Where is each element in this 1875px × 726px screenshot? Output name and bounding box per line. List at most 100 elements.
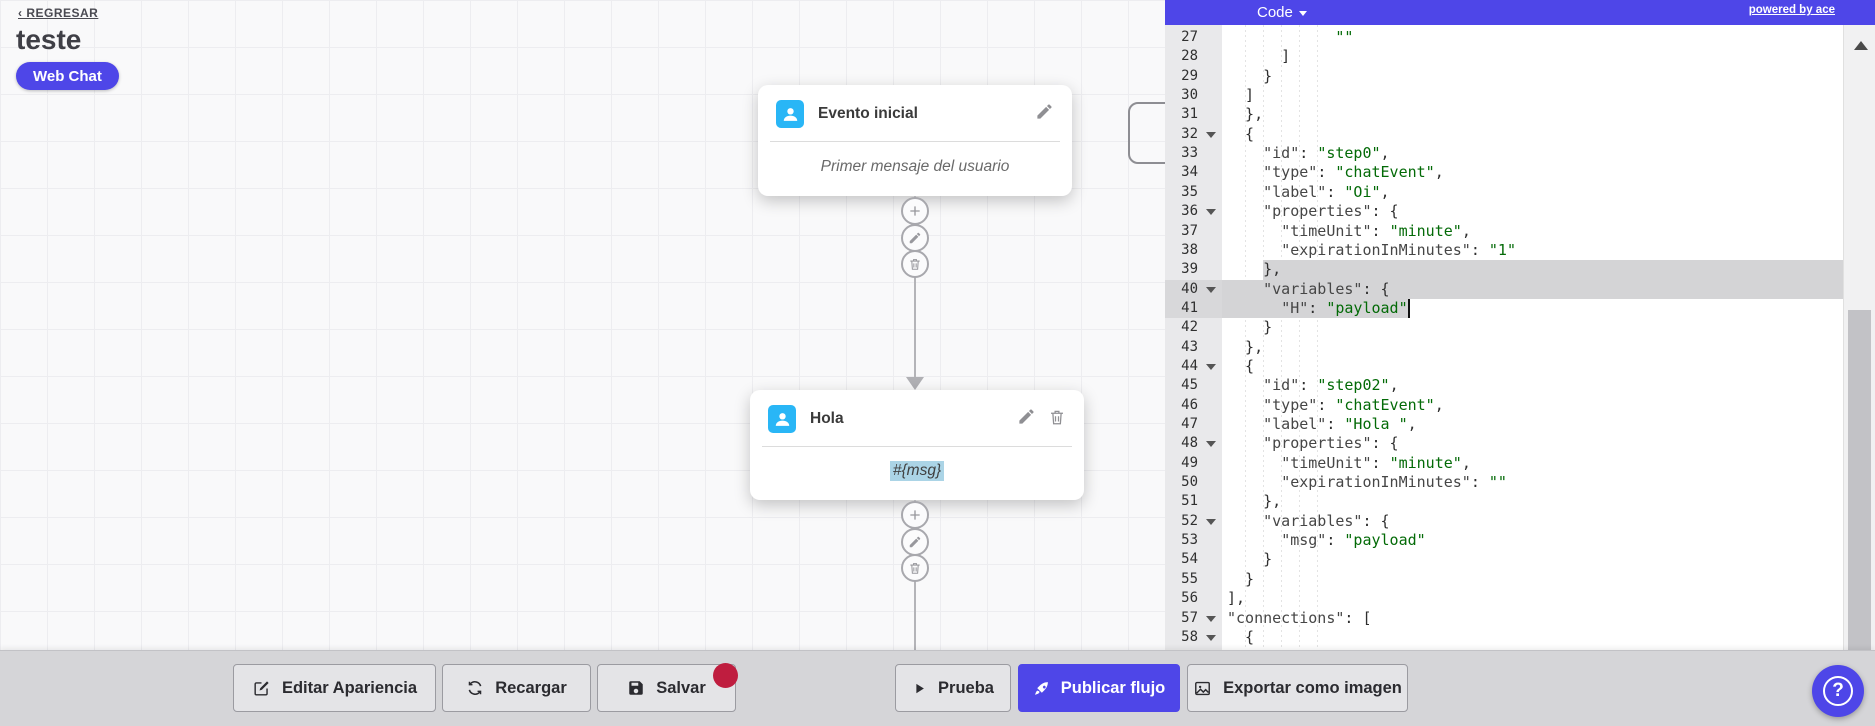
scroll-up-arrow-icon[interactable] — [1854, 41, 1868, 50]
edit-square-icon — [254, 680, 269, 696]
code-text: }, — [1227, 337, 1264, 356]
code-text: "" — [1335, 28, 1354, 46]
indent-guide — [1263, 25, 1265, 650]
question-mark-icon: ? — [1823, 676, 1853, 706]
code-line[interactable]: "id": "step0", — [1222, 144, 1843, 163]
gutter-line-number: 41 — [1165, 298, 1222, 319]
code-line[interactable]: "label": "Oi", — [1222, 183, 1843, 202]
node-evento-inicial[interactable]: Evento inicial Primer mensaje del usuari… — [758, 85, 1072, 196]
edit-appearance-button[interactable]: Editar Apariencia — [233, 664, 436, 712]
code-line[interactable]: { — [1222, 628, 1843, 647]
edit-connection-button[interactable] — [901, 528, 929, 556]
code-line[interactable]: "type": "chatEvent", — [1222, 396, 1843, 415]
code-line[interactable]: ] — [1222, 47, 1843, 66]
back-link[interactable]: ‹ REGRESAR — [18, 6, 99, 20]
code-text: } — [1227, 569, 1255, 588]
code-text: "timeUnit": "minute", — [1281, 453, 1471, 472]
edit-connection-button[interactable] — [901, 224, 929, 252]
code-line[interactable]: ], — [1222, 589, 1843, 608]
code-line[interactable]: } — [1222, 67, 1843, 86]
code-text: "msg": "payload" — [1281, 531, 1426, 550]
code-text: "H": "payload" — [1281, 298, 1408, 317]
export-image-button[interactable]: Exportar como imagen — [1187, 664, 1408, 712]
add-step-button[interactable] — [901, 197, 929, 225]
code-line[interactable]: }, — [1222, 105, 1843, 124]
gutter-line-number: 32 — [1165, 125, 1222, 144]
code-line[interactable]: } — [1222, 318, 1843, 337]
fold-toggle-icon[interactable] — [1206, 441, 1216, 448]
code-line[interactable]: "type": "chatEvent", — [1222, 163, 1843, 182]
code-line[interactable]: "variables": { — [1222, 512, 1843, 531]
help-button[interactable]: ? — [1812, 665, 1864, 717]
code-line[interactable]: "variables": { — [1222, 279, 1843, 299]
code-line[interactable]: "properties": { — [1222, 202, 1843, 221]
scrollbar-thumb[interactable] — [1848, 310, 1871, 650]
message-variable: #{msg} — [889, 461, 945, 481]
flow-canvas[interactable]: ‹ REGRESAR teste Web Chat Evento inicial… — [0, 0, 1165, 650]
gutter-line-number: 52 — [1165, 512, 1222, 531]
code-text: "timeUnit": "minute", — [1281, 221, 1471, 240]
gutter-line-number: 55 — [1181, 570, 1198, 587]
delete-connection-button[interactable] — [901, 250, 929, 278]
delete-connection-button[interactable] — [901, 554, 929, 582]
node-hola[interactable]: Hola #{msg} — [750, 390, 1084, 500]
fold-toggle-icon[interactable] — [1206, 363, 1216, 370]
fold-toggle-icon[interactable] — [1206, 518, 1216, 525]
powered-by-ace-link[interactable]: powered by ace — [1748, 4, 1835, 16]
code-line[interactable]: "" — [1222, 28, 1843, 47]
indent-guide — [1299, 25, 1301, 650]
edit-node-icon[interactable] — [1017, 407, 1036, 431]
edit-node-icon[interactable] — [1035, 102, 1054, 126]
code-line[interactable]: } — [1222, 570, 1843, 589]
test-button[interactable]: Prueba — [895, 664, 1011, 712]
reload-button[interactable]: Recargar — [442, 664, 591, 712]
code-text: "type": "chatEvent", — [1263, 163, 1444, 182]
indent-guide — [1317, 25, 1319, 650]
code-line[interactable]: }, — [1222, 492, 1843, 511]
save-button[interactable]: Salvar — [597, 664, 736, 712]
gutter-line-number: 39 — [1181, 261, 1198, 278]
fold-toggle-icon[interactable] — [1206, 209, 1216, 216]
code-line[interactable]: "properties": { — [1222, 434, 1843, 453]
code-line[interactable]: "expirationInMinutes": "1" — [1222, 241, 1843, 260]
code-line[interactable]: ] — [1222, 86, 1843, 105]
selection-highlight — [1222, 298, 1410, 319]
code-line[interactable]: "H": "payload" — [1222, 298, 1843, 319]
code-line[interactable]: }, — [1222, 338, 1843, 357]
image-icon — [1195, 681, 1211, 695]
code-line[interactable]: "label": "Hola ", — [1222, 415, 1843, 434]
editor-text-area[interactable]: "" ] } ] }, { "id": "step0", "type": "ch… — [1222, 25, 1843, 650]
code-line[interactable]: "expirationInMinutes": "" — [1222, 473, 1843, 492]
code-text: }, — [1227, 260, 1282, 279]
editor-scrollbar[interactable] — [1843, 25, 1875, 650]
code-line[interactable]: }, — [1222, 260, 1843, 280]
gutter-line-number: 29 — [1181, 67, 1198, 84]
code-line[interactable]: { — [1222, 357, 1843, 376]
code-text: "id": "step0", — [1263, 144, 1390, 163]
node-header: Evento inicial — [758, 85, 1072, 141]
code-line[interactable]: "connections": [ — [1222, 609, 1843, 628]
rocket-icon — [1034, 681, 1048, 695]
code-line[interactable]: } — [1222, 550, 1843, 569]
user-icon — [768, 405, 796, 433]
fold-toggle-icon[interactable] — [1206, 615, 1216, 622]
add-step-button[interactable] — [901, 501, 929, 529]
code-line[interactable]: "timeUnit": "minute", — [1222, 454, 1843, 473]
gutter-line-number: 53 — [1181, 532, 1198, 549]
channel-badge: Web Chat — [16, 62, 119, 90]
bottom-toolbar: Editar Apariencia Recargar Salvar Prueba… — [0, 650, 1875, 726]
indent-guide — [1245, 25, 1247, 650]
code-text: "label": "Hola ", — [1263, 415, 1417, 433]
fold-toggle-icon[interactable] — [1206, 286, 1216, 293]
chevron-down-icon — [1298, 11, 1307, 16]
code-line[interactable]: { — [1222, 125, 1843, 144]
code-line[interactable]: "msg": "payload" — [1222, 531, 1843, 550]
publish-flow-button[interactable]: Publicar flujo — [1018, 664, 1180, 712]
fold-toggle-icon[interactable] — [1206, 634, 1216, 641]
code-mode-dropdown[interactable]: Code — [1257, 0, 1307, 25]
code-line[interactable]: "id": "step02", — [1222, 376, 1843, 395]
code-line[interactable]: "timeUnit": "minute", — [1222, 222, 1843, 241]
fold-toggle-icon[interactable] — [1206, 131, 1216, 138]
delete-node-icon[interactable] — [1048, 408, 1066, 431]
